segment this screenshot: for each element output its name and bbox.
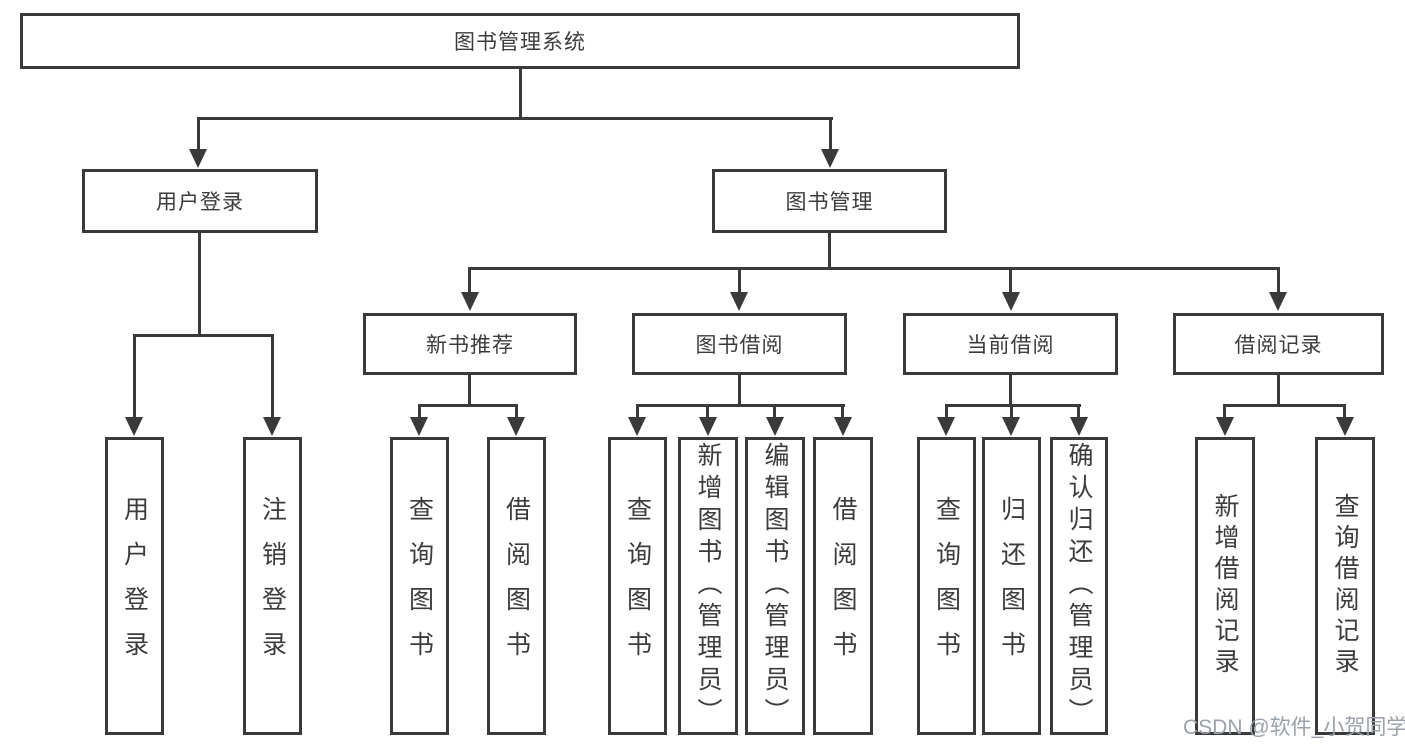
leaf-add-borrow-record: 新增借阅记录 [1195, 437, 1255, 735]
connector-line [133, 334, 274, 337]
leaf-label: 查询图书 [405, 496, 434, 676]
leaf-query-borrow-record: 查询借阅记录 [1315, 437, 1375, 735]
connector-line [197, 117, 833, 120]
leaf-label: 用户登录 [120, 496, 149, 676]
leaf-return-books: 归还图书 [982, 437, 1041, 735]
connector-line [197, 117, 200, 150]
node-current-borrowing: 当前借阅 [903, 313, 1118, 375]
connector-line [945, 404, 1081, 407]
arrow-down-icon [628, 417, 646, 436]
connector-line [1343, 404, 1346, 418]
leaf-label: 归还图书 [997, 496, 1026, 676]
connector-line [1077, 404, 1080, 418]
arrow-down-icon [1002, 417, 1020, 436]
connector-line [468, 375, 471, 406]
connector-line [828, 233, 831, 269]
leaf-label: 借阅图书 [502, 496, 531, 676]
leaf-label: 确认归还（管理员） [1065, 442, 1093, 730]
connector-line [636, 404, 639, 418]
leaf-label: 编辑图书（管理员） [761, 442, 789, 730]
leaf-label: 新增借阅记录 [1211, 493, 1239, 679]
leaf-label: 新增图书（管理员） [694, 442, 722, 730]
arrow-down-icon [461, 292, 479, 311]
arrow-down-icon [834, 417, 852, 436]
arrow-down-icon [263, 417, 281, 436]
leaf-label: 查询图书 [932, 496, 961, 676]
connector-line [519, 68, 522, 119]
leaf-query-books-recommend: 查询图书 [390, 437, 449, 735]
leaf-user-login: 用户登录 [105, 437, 164, 735]
arrow-down-icon [410, 417, 428, 436]
node-library-system: 图书管理系统 [20, 13, 1020, 69]
arrow-down-icon [766, 417, 784, 436]
node-book-management: 图书管理 [712, 169, 947, 233]
connector-line [829, 117, 832, 150]
leaf-borrow-books-recommend: 借阅图书 [487, 437, 546, 735]
node-book-borrowing: 图书借阅 [632, 313, 847, 375]
leaf-label: 注销登录 [258, 496, 287, 676]
arrow-down-icon [125, 417, 143, 436]
arrow-down-icon [1269, 292, 1287, 311]
connector-line [1009, 267, 1012, 293]
connector-line [738, 267, 741, 293]
connector-line [1009, 375, 1012, 406]
arrow-down-icon [1336, 417, 1354, 436]
watermark: CSDN @软件_小贺同学 [1183, 716, 1405, 739]
leaf-borrow-books: 借阅图书 [813, 437, 873, 735]
leaf-query-books-current: 查询图书 [917, 437, 976, 735]
arrow-down-icon [730, 292, 748, 311]
connector-line [738, 375, 741, 406]
connector-line [636, 404, 845, 407]
connector-line [468, 267, 1280, 270]
connector-line [418, 404, 421, 418]
connector-line [133, 334, 136, 417]
arrow-down-icon [189, 149, 207, 168]
connector-line [271, 334, 274, 417]
node-borrowing-records: 借阅记录 [1173, 313, 1384, 375]
leaf-logout: 注销登录 [243, 437, 302, 735]
arrow-down-icon [821, 149, 839, 168]
leaf-query-books-borrowing: 查询图书 [608, 437, 667, 735]
connector-line [841, 404, 844, 418]
connector-line [706, 404, 709, 418]
arrow-down-icon [1002, 292, 1020, 311]
arrow-down-icon [937, 417, 955, 436]
connector-line [1277, 375, 1280, 406]
connector-line [945, 404, 948, 418]
connector-line [418, 404, 518, 407]
connector-line [515, 404, 518, 418]
connector-line [1223, 404, 1226, 418]
node-new-book-recommend: 新书推荐 [363, 313, 577, 375]
arrow-down-icon [507, 417, 525, 436]
connector-line [198, 233, 201, 336]
leaf-label: 查询图书 [623, 496, 652, 676]
connector-line [773, 404, 776, 418]
leaf-label: 查询借阅记录 [1331, 493, 1359, 679]
leaf-label: 借阅图书 [829, 496, 857, 676]
arrow-down-icon [699, 417, 717, 436]
leaf-edit-books-admin: 编辑图书（管理员） [745, 437, 805, 735]
arrow-down-icon [1070, 417, 1088, 436]
node-user-login: 用户登录 [82, 169, 318, 233]
leaf-add-books-admin: 新增图书（管理员） [678, 437, 738, 735]
connector-line [1277, 267, 1280, 293]
connector-line [1223, 404, 1346, 407]
connector-line [1010, 404, 1013, 418]
connector-line [468, 267, 471, 293]
arrow-down-icon [1216, 417, 1234, 436]
leaf-confirm-return-admin: 确认归还（管理员） [1050, 437, 1108, 735]
